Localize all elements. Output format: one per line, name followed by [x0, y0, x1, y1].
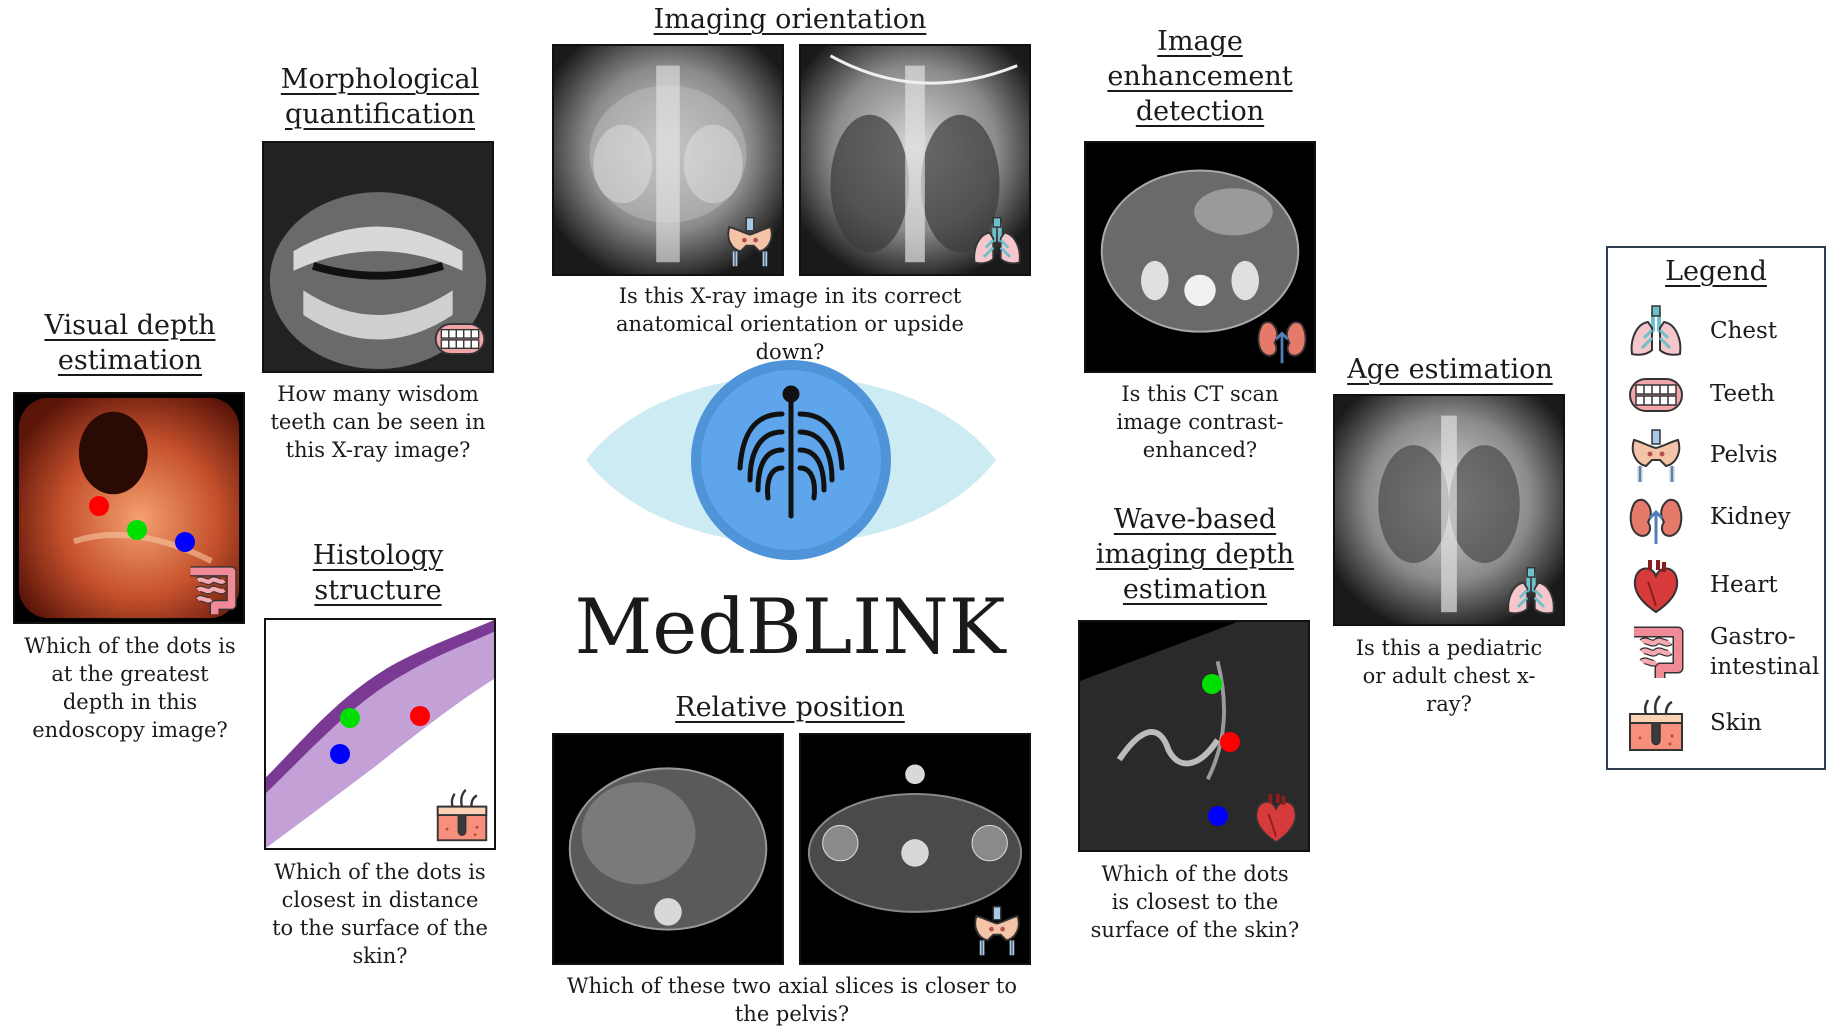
heart-icon: [1248, 790, 1304, 846]
legend-label: Heart: [1710, 572, 1778, 598]
heart-icon: [1626, 556, 1686, 616]
legend-item-heart: Heart: [1626, 556, 1826, 616]
axial-ct-abdomen-panel: [552, 733, 784, 965]
xray-pelvis-panel: [552, 44, 784, 276]
title-imaging-orientation: Imaging orientation: [653, 4, 927, 35]
lungs-icon: [969, 214, 1025, 270]
title-wave-depth: Wave-based imaging depth estimation: [1095, 504, 1295, 605]
ct-contrast-panel: [1084, 141, 1316, 373]
title-morphological: Morphological quantification: [280, 64, 480, 130]
legend-label: Skin: [1710, 710, 1762, 736]
legend-item-skin: Skin: [1626, 694, 1826, 754]
dot-blue[interactable]: [175, 532, 195, 552]
question-image-enhancement: Is this CT scan image contrast-enhanced?: [1116, 382, 1284, 462]
kidney-icon: [1254, 311, 1310, 367]
dot-red[interactable]: [1220, 732, 1240, 752]
title-visual-depth: Visual depth estimation: [44, 310, 216, 376]
legend-item-chest: Chest: [1626, 302, 1826, 362]
legend-item-pelvis: Pelvis: [1626, 426, 1826, 486]
legend-label: Chest: [1710, 318, 1778, 344]
endoscopy-panel: [13, 392, 245, 624]
dot-red[interactable]: [89, 496, 109, 516]
legend-label: Kidney: [1710, 504, 1791, 530]
xray-chest-panel: [799, 44, 1031, 276]
brand-title: MedBLINK: [574, 582, 1006, 671]
legend-title: Legend: [1665, 256, 1767, 287]
question-histology: Which of the dots is closest in distance…: [272, 860, 488, 968]
dot-green[interactable]: [340, 708, 360, 728]
legend-item-kidney: Kidney: [1626, 488, 1826, 548]
lungs-icon: [1626, 302, 1686, 362]
legend-item-teeth: Teeth: [1626, 365, 1826, 425]
dental-xray-panel: [262, 141, 494, 373]
dot-green[interactable]: [1202, 674, 1222, 694]
histology-panel: [264, 618, 496, 850]
title-histology: Histology structure: [312, 540, 444, 606]
skin-icon: [434, 788, 490, 844]
skin-icon: [1626, 694, 1686, 754]
pelvis-icon: [1626, 426, 1686, 486]
ultrasound-panel: [1078, 620, 1310, 852]
kidney-icon: [1626, 488, 1686, 548]
question-visual-depth: Which of the dots is at the greatest dep…: [24, 634, 236, 742]
pediatric-chest-xray-panel: [1333, 394, 1565, 626]
legend-label: Teeth: [1710, 381, 1775, 407]
legend-label: Pelvis: [1710, 442, 1778, 468]
pelvis-icon: [722, 214, 778, 270]
teeth-icon: [432, 311, 488, 367]
question-morphological: How many wisdom teeth can be seen in thi…: [270, 382, 486, 462]
question-imaging-orientation: Is this X-ray image in its correct anato…: [616, 284, 964, 364]
question-wave-depth: Which of the dots is closest to the surf…: [1090, 862, 1300, 942]
question-age-estimation: Is this a pediatric or adult chest x-ray…: [1355, 636, 1543, 716]
intestine-icon: [1626, 622, 1686, 682]
dot-blue[interactable]: [330, 744, 350, 764]
legend-item-gastrointestinal: Gastro- intestinal: [1626, 622, 1826, 682]
legend: Legend Chest Teeth Pelvis Kidney Heart G…: [1606, 246, 1826, 770]
medblink-eye-logo: [586, 360, 996, 560]
title-image-enhancement: Image enhancement detection: [1107, 26, 1293, 127]
title-age-estimation: Age estimation: [1347, 354, 1553, 385]
axial-ct-neck-panel: [799, 733, 1031, 965]
intestine-icon: [183, 562, 239, 618]
dot-red[interactable]: [410, 706, 430, 726]
question-relative-position: Which of these two axial slices is close…: [566, 974, 1017, 1026]
pelvis-icon: [969, 903, 1025, 959]
title-relative-position: Relative position: [675, 692, 905, 723]
dot-blue[interactable]: [1208, 806, 1228, 826]
teeth-icon: [1626, 365, 1686, 425]
ribcage-icon: [737, 385, 845, 519]
dot-green[interactable]: [127, 520, 147, 540]
lungs-icon: [1503, 564, 1559, 620]
legend-label: Gastro- intestinal: [1710, 624, 1820, 680]
